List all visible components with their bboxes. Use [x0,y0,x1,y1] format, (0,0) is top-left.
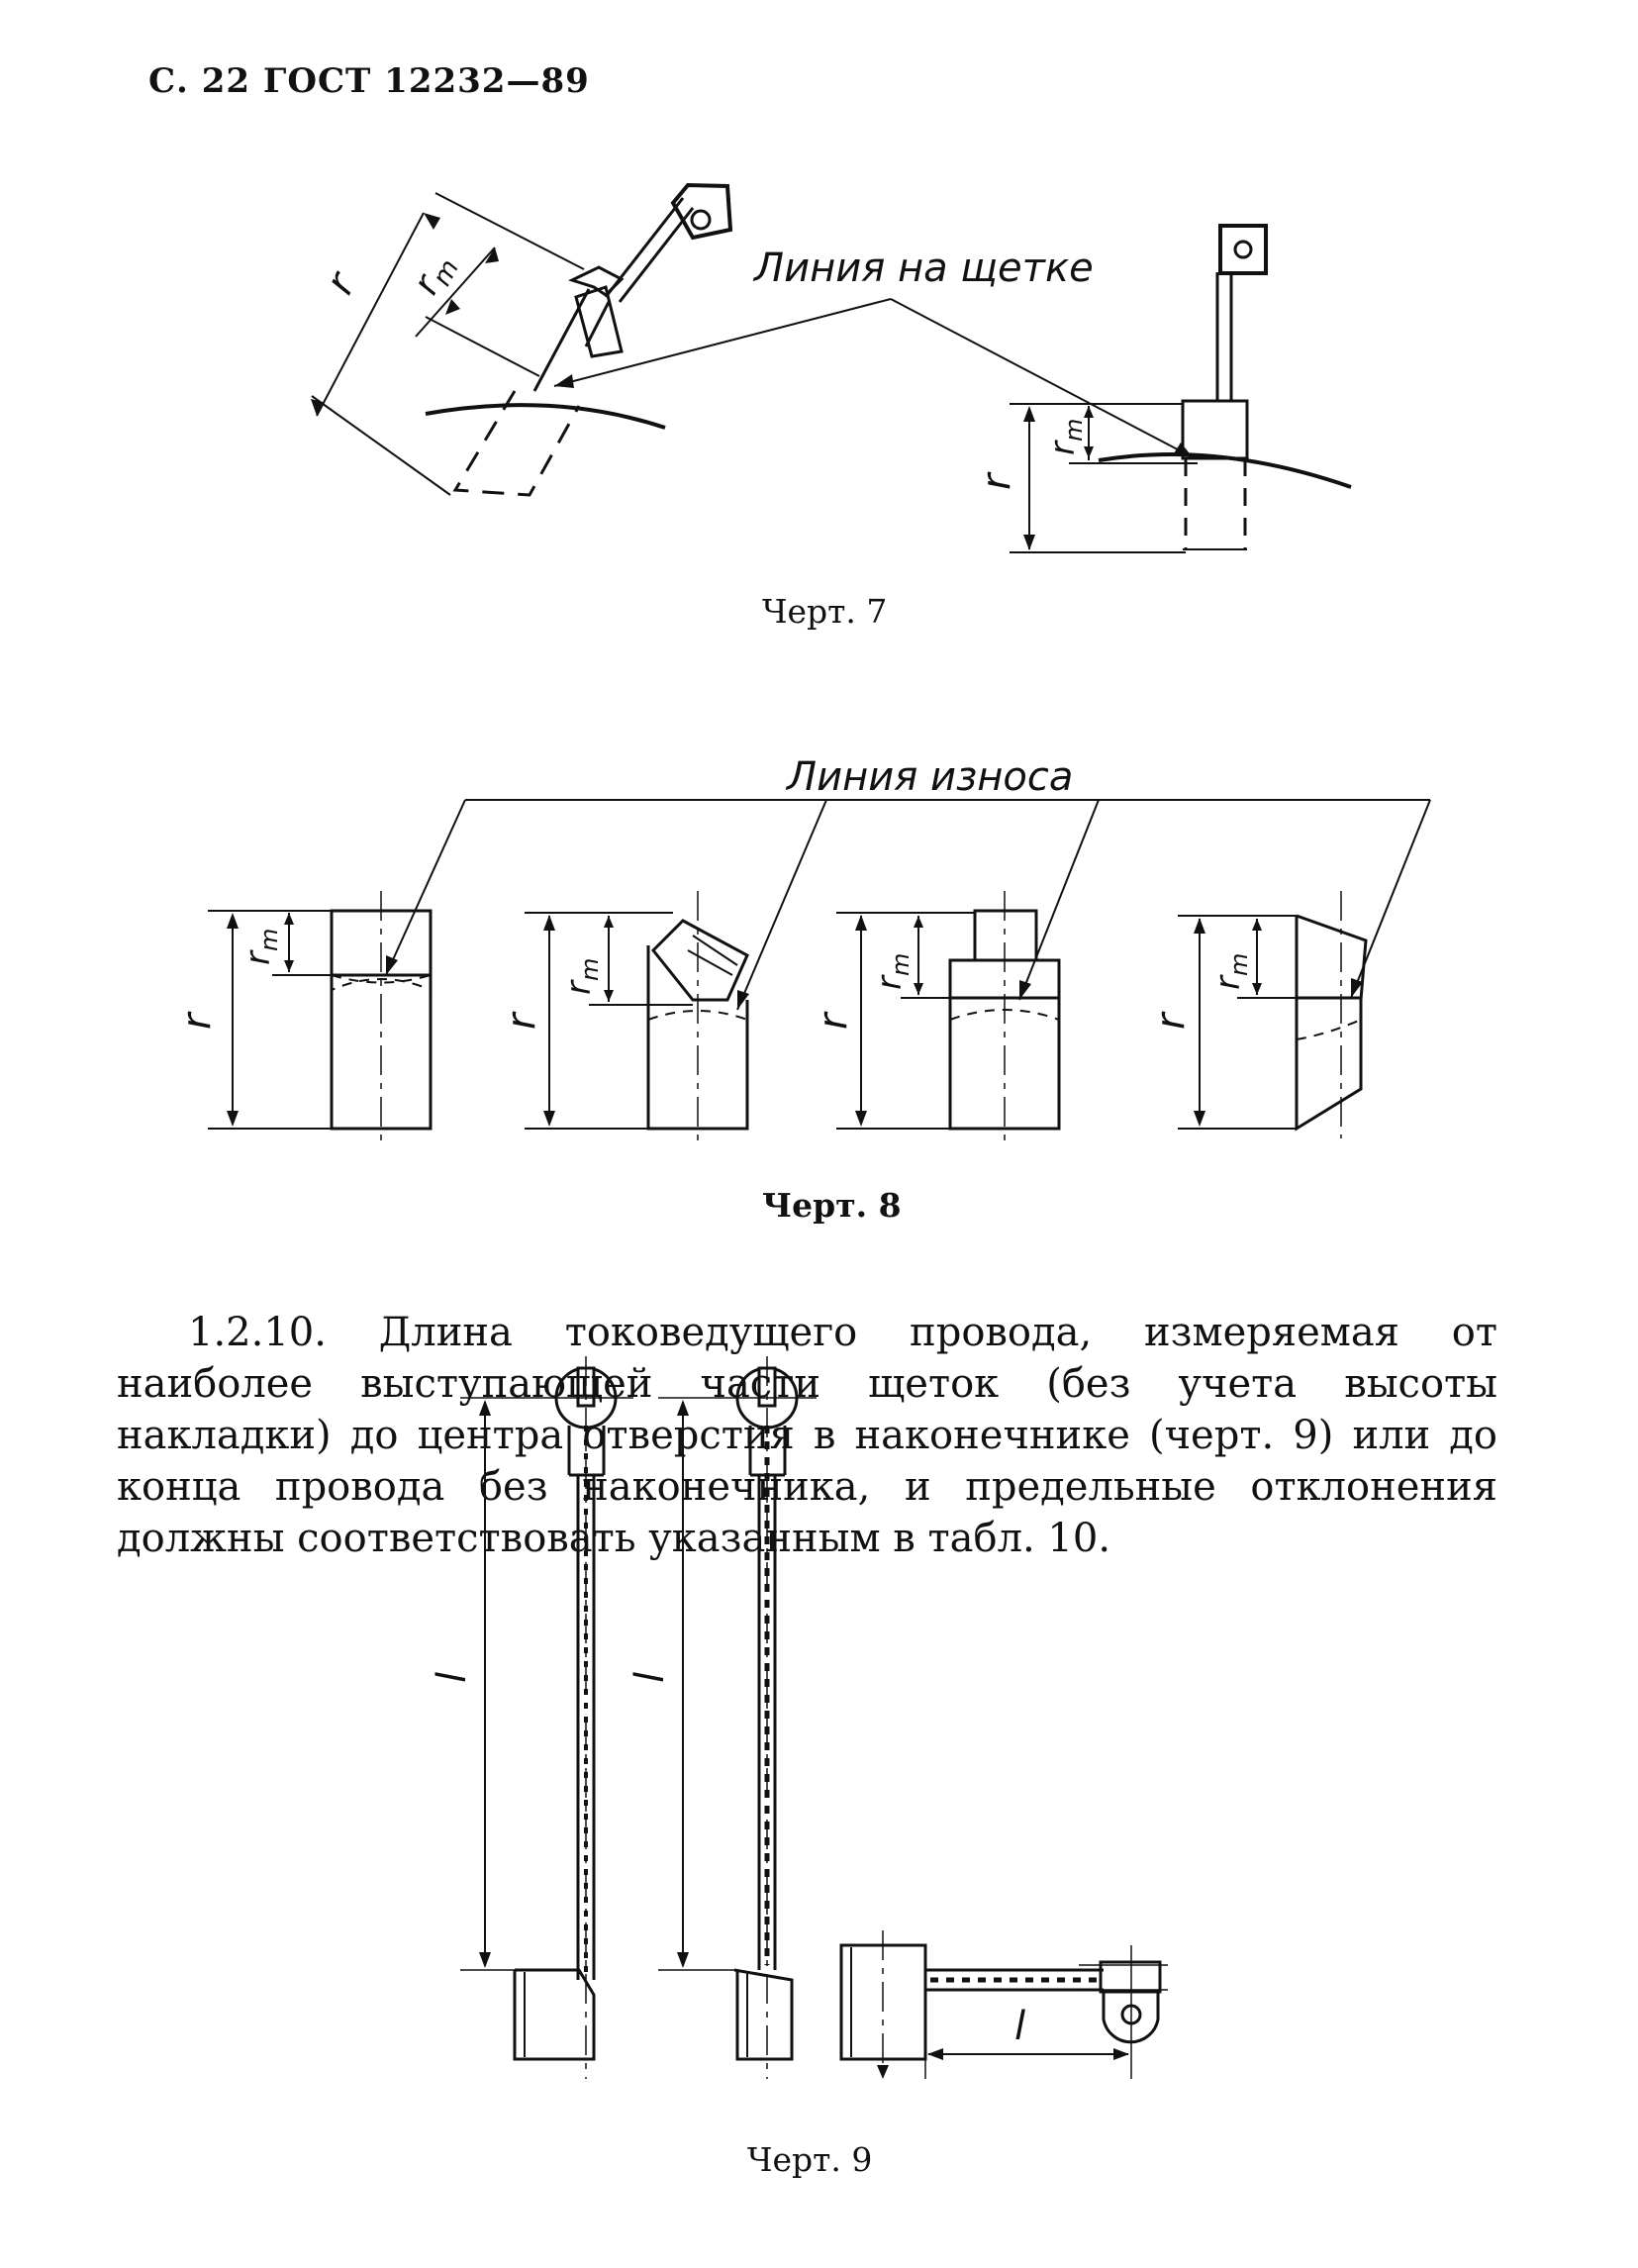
fig9-drawing: l l [430,1356,1168,2079]
svg-text:l: l [1014,2004,1025,2049]
fig9-brush-2: l [627,1356,817,2079]
svg-text:rm: rm [239,929,283,965]
fig8-brush-4: r rm [1148,891,1368,1138]
svg-text:rm: rm [1043,419,1088,455]
svg-text:r: r [974,471,1019,490]
fig7-drawing: r rm r rm [311,182,1352,553]
fig8-drawing: r rm r rm [174,799,1431,1148]
svg-text:r: r [499,1011,544,1030]
fig8-brush-2: r rm [499,891,749,1148]
fig8-annotation: Линия износа [787,754,1074,800]
svg-text:r: r [174,1011,220,1030]
fig7-left-brush: r rm [311,182,733,497]
fig9-caption: Черт. 9 [747,2140,873,2179]
svg-text:rm: rm [870,953,915,990]
svg-text:l: l [430,1672,475,1683]
fig7-right-brush: r rm [974,224,1352,553]
fig8-caption: Черт. 8 [762,1186,902,1225]
svg-text:r: r [317,263,366,301]
page-header: С. 22 ГОСТ 12232—89 [148,61,590,101]
svg-text:l: l [627,1672,673,1683]
clause-text: Длина токоведущего провода, измеряемая о… [117,1310,1498,1561]
svg-text:rm: rm [559,958,604,995]
fig7-annotation: Линия на щетке [754,246,1094,291]
fig8-brush-3: r rm [811,891,1061,1148]
fig9-brush-1: l [430,1356,633,2079]
clause-number: 1.2.10. [188,1310,327,1355]
clause-1-2-10: 1.2.10. Длина токоведущего провода, изме… [117,1307,1497,1564]
svg-text:rm: rm [1208,953,1253,990]
fig8-brush-1: r rm [174,891,433,1148]
svg-text:r: r [811,1011,856,1030]
fig7-caption: Черт. 7 [762,592,888,631]
svg-text:rm: rm [406,247,465,305]
svg-text:r: r [1148,1011,1194,1030]
fig9-brush-3: l [839,1930,1168,2079]
